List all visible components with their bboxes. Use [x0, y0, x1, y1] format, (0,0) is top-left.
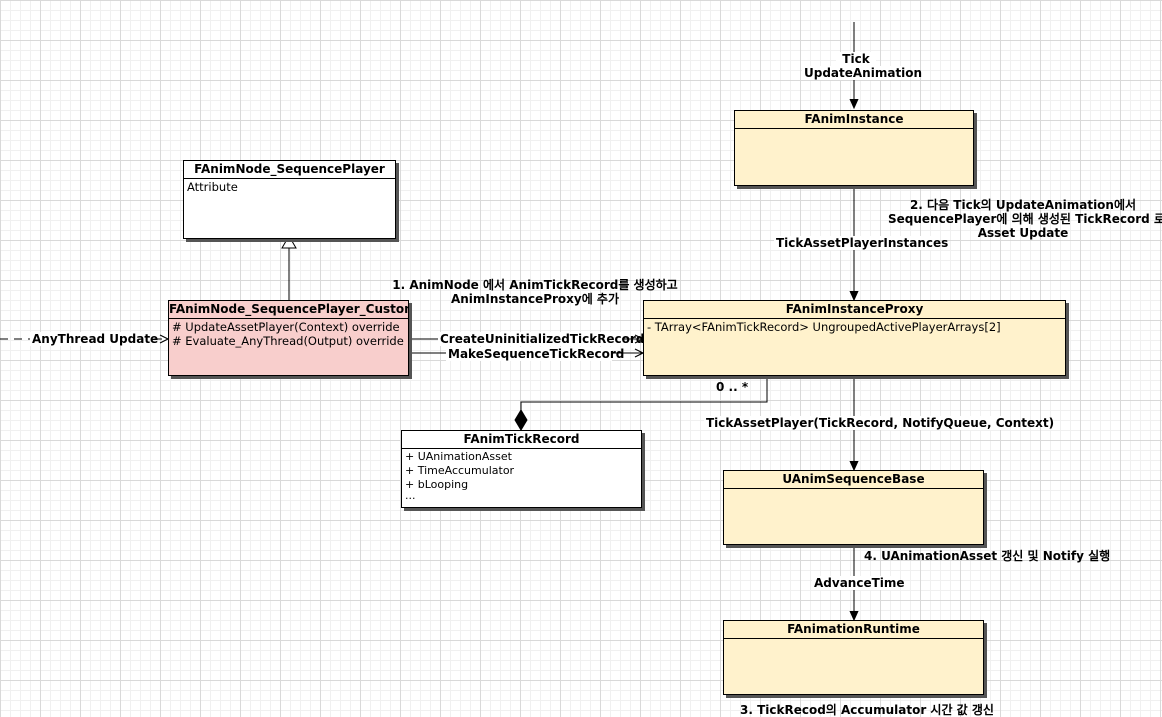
box-anim-tick-record-title: FAnimTickRecord — [402, 431, 641, 449]
box-anim-instance-proxy-body: - TArray<FAnimTickRecord> UngroupedActiv… — [644, 319, 1065, 335]
field-line: + TimeAccumulator — [405, 464, 515, 477]
box-anim-sequence-base[interactable]: UAnimSequenceBase — [723, 470, 984, 545]
box-anim-instance-title: FAnimInstance — [735, 111, 973, 129]
box-anim-sequence-base-title: UAnimSequenceBase — [724, 471, 983, 489]
box-sequence-player-custom-title: FAnimNode_SequencePlayer_Custom — [169, 301, 408, 319]
method-line: # Evaluate_AnyThread(Output) override — [172, 334, 404, 348]
label-make-sequence: MakeSequenceTickRecord — [446, 347, 625, 361]
box-sequence-player-custom[interactable]: FAnimNode_SequencePlayer_Custom # Update… — [168, 300, 409, 376]
box-sequence-player-title: FAnimNode_SequencePlayer — [184, 161, 395, 179]
label-update-animation: UpdateAnimation — [802, 66, 923, 80]
label-any-thread-update: AnyThread Update — [30, 332, 159, 346]
label-note1-line1: 1. AnimNode 에서 AnimTickRecord를 생성하고 — [392, 278, 678, 292]
box-anim-instance-proxy[interactable]: FAnimInstanceProxy - TArray<FAnimTickRec… — [643, 300, 1066, 376]
label-advance-time: AdvanceTime — [812, 576, 905, 590]
label-note2-line2: SequencePlayer에 의해 생성된 TickRecord 로 — [888, 212, 1162, 226]
attribute-line: Attribute — [187, 180, 238, 194]
label-create-uninitialized: CreateUninitializedTickRecord — [438, 332, 645, 346]
box-sequence-player-body: Attribute — [184, 179, 395, 195]
label-tick-asset-player: TickAssetPlayer(TickRecord, NotifyQueue,… — [704, 416, 1055, 430]
box-sequence-player[interactable]: FAnimNode_SequencePlayer Attribute — [183, 160, 396, 239]
box-anim-instance-proxy-title: FAnimInstanceProxy — [644, 301, 1065, 319]
label-note2-line1: 2. 다음 Tick의 UpdateAnimation에서 — [909, 198, 1137, 212]
field-line: + UAnimationAsset — [405, 450, 512, 463]
field-line: ... — [405, 489, 416, 502]
edge-composition[interactable] — [520, 376, 768, 414]
box-animation-runtime-title: FAnimationRuntime — [724, 621, 983, 639]
box-anim-tick-record[interactable]: FAnimTickRecord + UAnimationAsset + Time… — [401, 430, 642, 508]
field-line: - TArray<FAnimTickRecord> UngroupedActiv… — [647, 320, 1001, 334]
box-anim-instance[interactable]: FAnimInstance — [734, 110, 974, 186]
label-note4: 4. UAnimationAsset 갱신 및 Notify 실행 — [864, 549, 1111, 563]
box-anim-tick-record-body: + UAnimationAsset + TimeAccumulator + bL… — [402, 449, 641, 501]
inheritance-triangle — [281, 235, 297, 249]
box-animation-runtime[interactable]: FAnimationRuntime — [723, 620, 984, 695]
method-line: # UpdateAssetPlayer(Context) override — [172, 320, 400, 334]
composition-diamond — [514, 409, 528, 431]
label-tick: Tick — [836, 52, 876, 66]
label-note3: 3. TickRecod의 Accumulator 시간 값 갱신 — [740, 703, 994, 717]
label-multiplicity: 0 .. * — [716, 380, 749, 394]
label-tick-asset-player-instances: TickAssetPlayerInstances — [774, 236, 949, 250]
label-note1-line2: AnimInstanceProxy에 추가 — [450, 292, 620, 306]
label-note2-line3: Asset Update — [977, 226, 1069, 240]
field-line: + bLooping — [405, 478, 469, 491]
box-sequence-player-custom-body: # UpdateAssetPlayer(Context) override # … — [169, 319, 408, 349]
